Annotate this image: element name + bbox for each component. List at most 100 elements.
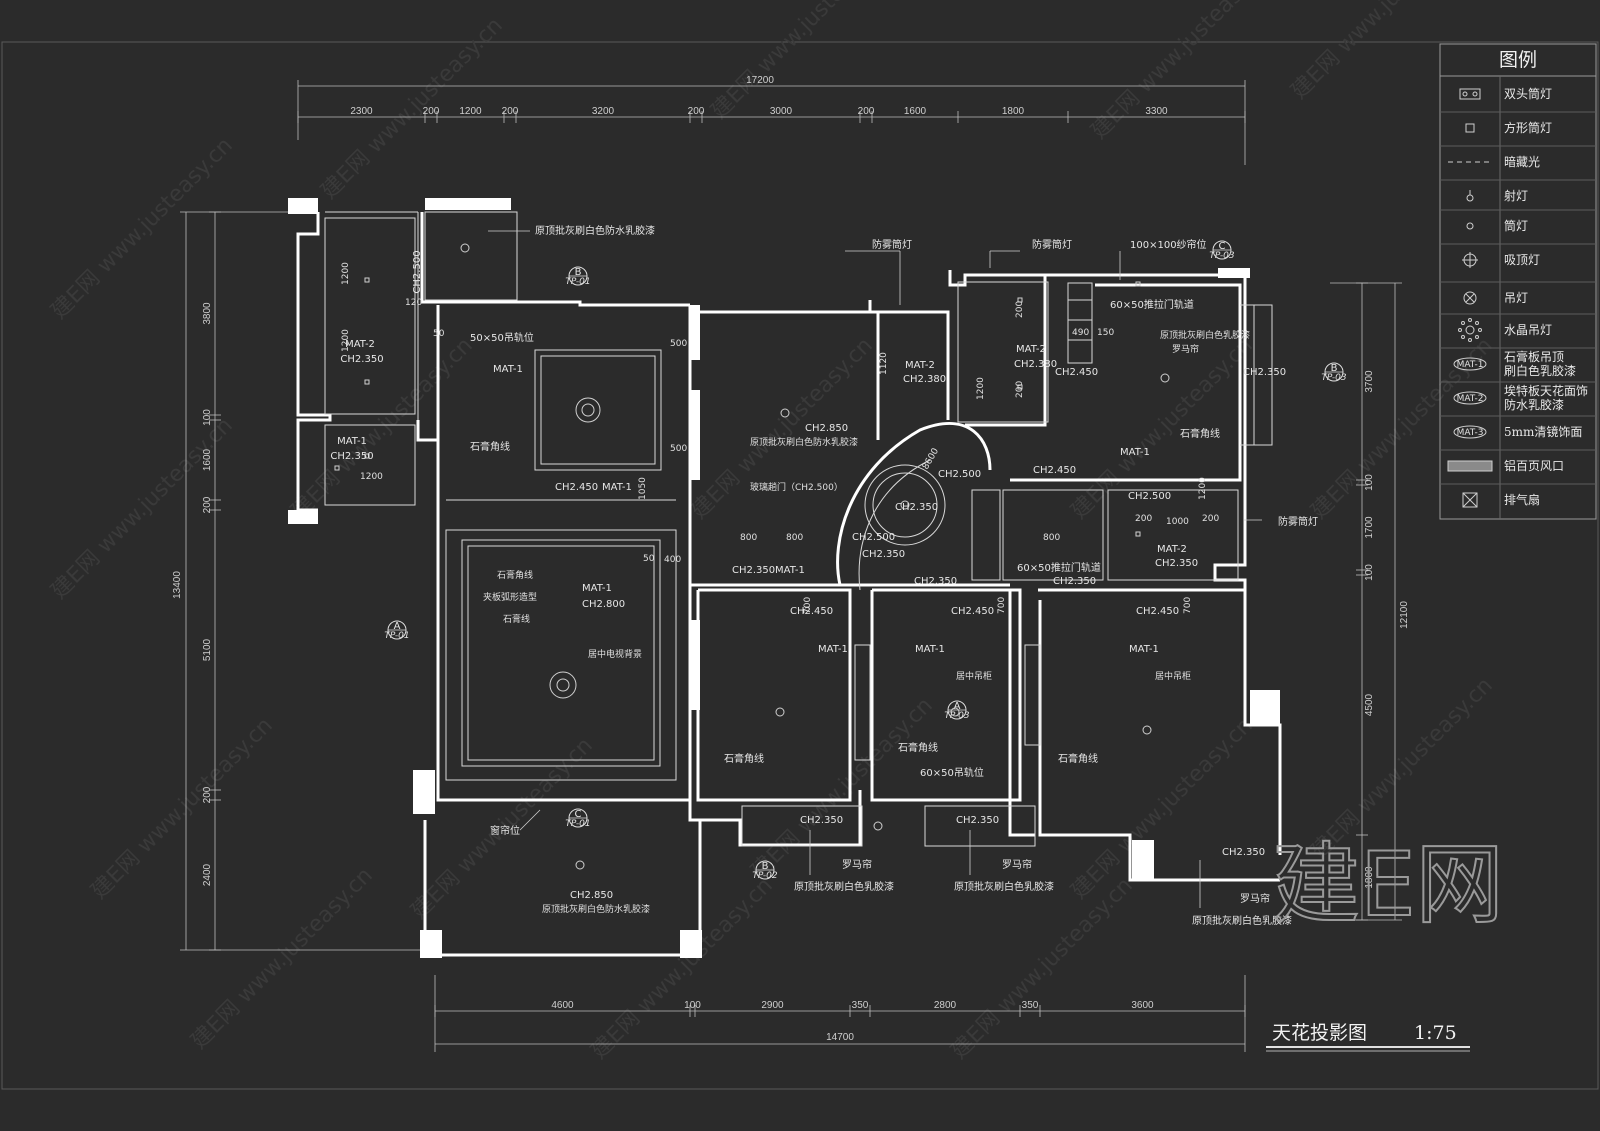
label-rail-50: 50×50吊轨位 xyxy=(470,331,534,344)
dim-bottom-total: 14700 xyxy=(826,1032,854,1043)
pendant-light-icon xyxy=(1463,291,1477,305)
dim-1200a: 1200 xyxy=(341,262,351,285)
legend-item-label: 排气扇 xyxy=(1504,492,1540,507)
floor-plan-walls xyxy=(288,198,1282,958)
label-gypsum-3: 石膏角线 xyxy=(497,569,533,581)
dim-bottom-6: 3600 xyxy=(1131,1000,1154,1011)
dim-bottom-0: 4600 xyxy=(551,1000,574,1011)
mat1-tag-icon: MAT-1 xyxy=(1453,357,1487,371)
dim-left-2: 1600 xyxy=(202,448,213,471)
section-marker-letter: A xyxy=(954,701,961,712)
label-ch2350-k: CH2.350 xyxy=(956,815,999,826)
label-mat1-g: MAT-1 xyxy=(818,644,848,655)
label-yuanding-1: 原顶批灰刷白色防水乳胶漆 xyxy=(535,224,655,237)
legend-title: 图例 xyxy=(1499,49,1537,71)
dim-left-3: 200 xyxy=(202,496,213,513)
label-rail-60-1: 60×50推拉门轨道 xyxy=(1110,298,1194,311)
section-marker-ref: TP-03 xyxy=(944,711,969,721)
plan-title-block: 天花投影图 1:75 xyxy=(1266,1022,1470,1052)
legend-panel: 图例 双头筒灯方形筒灯暗藏光射灯筒灯吸顶灯吊灯水晶吊灯MAT-1石膏板吊顶刷白色… xyxy=(1439,43,1597,520)
label-roman-1: 罗马帘 xyxy=(1172,343,1199,355)
brand-logo: 建E网 xyxy=(1272,833,1504,936)
legend-rows: 双头筒灯方形筒灯暗藏光射灯筒灯吸顶灯吊灯水晶吊灯MAT-1石膏板吊顶刷白色乳胶漆… xyxy=(1440,86,1596,508)
label-ch2350-j: CH2.350 xyxy=(800,815,843,826)
label-ch2450-e: CH2.450 xyxy=(951,606,994,617)
dim-top-4: 3200 xyxy=(592,106,615,117)
label-mat1-c: MAT-1 xyxy=(602,482,632,493)
dim-120: 120 xyxy=(405,298,422,308)
label-curtain-100: 100×100纱帘位 xyxy=(1130,238,1207,251)
label-center-1: 居中吊柜 xyxy=(956,670,992,682)
leader-lines xyxy=(488,230,1262,908)
mat3-tag-icon: MAT-3 xyxy=(1453,425,1487,439)
section-marker-letter: B xyxy=(575,267,582,278)
dim-50b: 50 xyxy=(643,554,655,564)
dim-left-1: 100 xyxy=(202,409,213,426)
dim-50a: 50 xyxy=(433,329,445,339)
dim-top-9: 1800 xyxy=(1002,106,1025,117)
label-ch2350-d: CH2.350 xyxy=(895,502,938,513)
legend-tag-text: MAT-3 xyxy=(1457,428,1484,438)
dim-top-2: 1200 xyxy=(459,106,482,117)
label-ch2500-d: CH2.500 xyxy=(852,532,895,543)
spotlight-icon xyxy=(1466,190,1474,202)
dim-400: 400 xyxy=(664,555,681,565)
top-dimensions: 17200 xyxy=(297,75,1246,165)
label-gypsum-6: 石膏角线 xyxy=(898,741,938,754)
dim-150: 150 xyxy=(1097,328,1114,338)
legend-item-label: 双头筒灯 xyxy=(1504,86,1552,101)
section-marker-letter: B xyxy=(762,861,769,872)
sheet-border xyxy=(1,41,1599,1090)
dim-bottom-4: 2800 xyxy=(934,1000,957,1011)
section-marker: ATP-03 xyxy=(944,700,970,721)
label-ch2850-b: CH2.850 xyxy=(570,890,613,901)
dim-top-10: 3300 xyxy=(1145,106,1168,117)
watermark-text: 建E网 www.justeasy.cn xyxy=(947,873,1138,1064)
plan-title: 天花投影图 xyxy=(1272,1022,1367,1044)
dim-right-1: 100 xyxy=(1364,474,1375,491)
dim-left-5: 200 xyxy=(202,786,213,803)
dim-bottom-3: 350 xyxy=(852,1000,869,1011)
label-jiaban: 夹板弧形造型 xyxy=(483,591,537,603)
label-curtain-pos: 窗帘位 xyxy=(490,824,520,837)
label-mat1-h: MAT-1 xyxy=(915,644,945,655)
dim-right-4: 4500 xyxy=(1364,693,1375,716)
label-ch2450-a: CH2.450 xyxy=(555,482,598,493)
label-ch2380-b: CH2.380 xyxy=(1014,359,1057,370)
legend-item: 铝百页风口 xyxy=(1440,449,1596,473)
dim-1200e: 1200 xyxy=(1198,477,1208,500)
crystal-chandelier-icon xyxy=(1458,318,1482,342)
section-marker-ref: TP-03 xyxy=(1321,373,1346,383)
section-marker-letter: C xyxy=(575,809,582,820)
label-roman-4: 罗马帘 xyxy=(1240,892,1270,905)
dim-1200b: 1200 xyxy=(341,329,351,352)
legend-item: 双头筒灯 xyxy=(1459,86,1552,101)
dim-top-total: 17200 xyxy=(746,75,774,86)
dim-top-5: 200 xyxy=(688,106,705,117)
label-ch2500-b: CH2.500 xyxy=(938,469,981,480)
dim-left-6: 2400 xyxy=(202,863,213,886)
legend-item-label-2: 刷白色乳胶漆 xyxy=(1504,363,1576,378)
label-ch2350-e: CH2.350 xyxy=(1155,558,1198,569)
watermark-text: 建E网 www.justeasy.cn xyxy=(87,713,278,904)
section-marker-ref: TP-01 xyxy=(384,631,409,641)
bottom-dimensions: 14700 xyxy=(434,975,1246,1052)
legend-item-label: 铝百页风口 xyxy=(1504,458,1564,473)
dim-right-total: 12100 xyxy=(1399,601,1410,629)
legend-item-label: 水晶吊灯 xyxy=(1504,323,1552,337)
dim-1000: 1000 xyxy=(1166,517,1189,527)
dim-left-0: 3800 xyxy=(202,302,213,325)
dim-bottom-2: 2900 xyxy=(761,1000,784,1011)
section-marker-letter: C xyxy=(1219,241,1226,252)
exhaust-fan-icon xyxy=(1462,492,1478,508)
label-mat1-a: MAT-1 xyxy=(337,436,367,447)
dim-200d: 200 xyxy=(1202,514,1219,524)
light-fixtures xyxy=(334,243,1170,870)
downlight-icon xyxy=(1466,222,1474,230)
dim-right-5: 1800 xyxy=(1364,866,1375,889)
